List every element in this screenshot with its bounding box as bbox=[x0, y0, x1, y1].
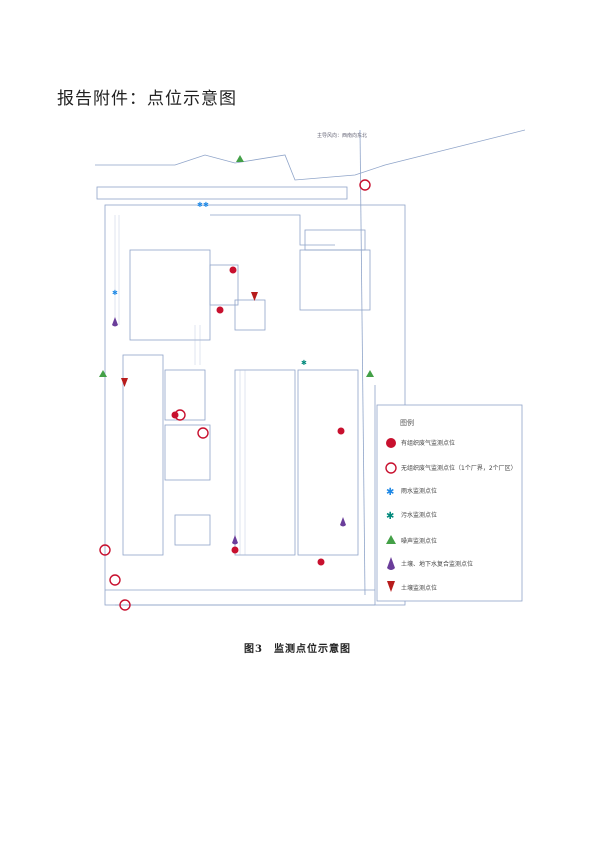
point-filled bbox=[229, 266, 237, 274]
legend-soil-drop-icon bbox=[387, 581, 395, 592]
point-filled bbox=[231, 546, 239, 554]
wind-direction-note: 主导风向：西南向东北 bbox=[317, 132, 367, 139]
legend-filled-circle-icon bbox=[386, 438, 396, 448]
building-e bbox=[164, 424, 211, 481]
legend-rain-star-icon: ✱ bbox=[386, 487, 394, 498]
point-noise bbox=[366, 370, 374, 377]
point-noise bbox=[99, 370, 107, 377]
legend-label-0: 有组织废气监测点位 bbox=[401, 439, 455, 447]
legend-hollow-circle-icon bbox=[385, 462, 397, 474]
legend-label-6: 土壤监测点位 bbox=[401, 584, 437, 592]
point-soil-water bbox=[112, 317, 118, 327]
legend-label-1: 无组织废气监测点位（1个厂界，2个厂区） bbox=[401, 464, 517, 472]
point-soil bbox=[251, 292, 258, 301]
point-soil-water bbox=[232, 535, 238, 545]
warehouse bbox=[299, 249, 371, 311]
point-soil bbox=[121, 378, 128, 387]
point-hollow bbox=[109, 574, 121, 586]
legend-noise-triangle-icon bbox=[386, 535, 396, 544]
point-filled bbox=[216, 306, 224, 314]
site-outline bbox=[95, 129, 525, 606]
point-filled bbox=[337, 427, 345, 435]
workshop-1 bbox=[129, 249, 211, 341]
legend-label-4: 噪声监测点位 bbox=[401, 537, 437, 545]
figure-caption: 图3 监测点位示意图 bbox=[244, 644, 351, 655]
parking-grid bbox=[304, 229, 366, 251]
building-f bbox=[174, 514, 211, 546]
legend-soil-water-drop-icon bbox=[387, 557, 395, 570]
legend-label-5: 土壤、地下水复合监测点位 bbox=[401, 560, 473, 568]
map-points: ✱ ✱ ✱ ✱ bbox=[99, 155, 374, 611]
point-hollow bbox=[197, 427, 209, 439]
point-filled bbox=[317, 558, 325, 566]
point-soil-water bbox=[340, 517, 346, 527]
workshop-2 bbox=[209, 264, 239, 306]
building-d bbox=[164, 369, 206, 421]
point-hollow bbox=[119, 599, 131, 611]
point-hollow bbox=[99, 544, 111, 556]
legend-label-2: 雨水监测点位 bbox=[401, 487, 437, 495]
legend-box: 图例 有组织废气监测点位 无组织废气监测点位（1个厂界，2个厂区） ✱ 雨水监测… bbox=[376, 404, 523, 602]
point-noise bbox=[236, 155, 244, 162]
legend-sewage-star-icon: ✱ bbox=[386, 511, 394, 522]
workshop-3 bbox=[234, 299, 266, 331]
page-heading: 报告附件：点位示意图 bbox=[57, 89, 237, 109]
point-hollow bbox=[359, 179, 371, 191]
point-rain: ✱ bbox=[203, 201, 209, 209]
plant-a bbox=[234, 369, 296, 556]
hatched-areas bbox=[114, 215, 246, 555]
point-rain: ✱ bbox=[112, 289, 118, 297]
monitoring-point-map: 图例 有组织废气监测点位 无组织废气监测点位（1个厂界，2个厂区） ✱ 雨水监测… bbox=[95, 129, 525, 611]
point-sewage: ✱ bbox=[301, 359, 307, 367]
legend-label-3: 污水监测点位 bbox=[401, 511, 437, 519]
line-c bbox=[122, 354, 164, 556]
plant-b bbox=[297, 369, 359, 556]
legend-title: 图例 bbox=[400, 418, 414, 427]
point-hollow bbox=[174, 409, 186, 421]
point-rain: ✱ bbox=[197, 201, 203, 209]
